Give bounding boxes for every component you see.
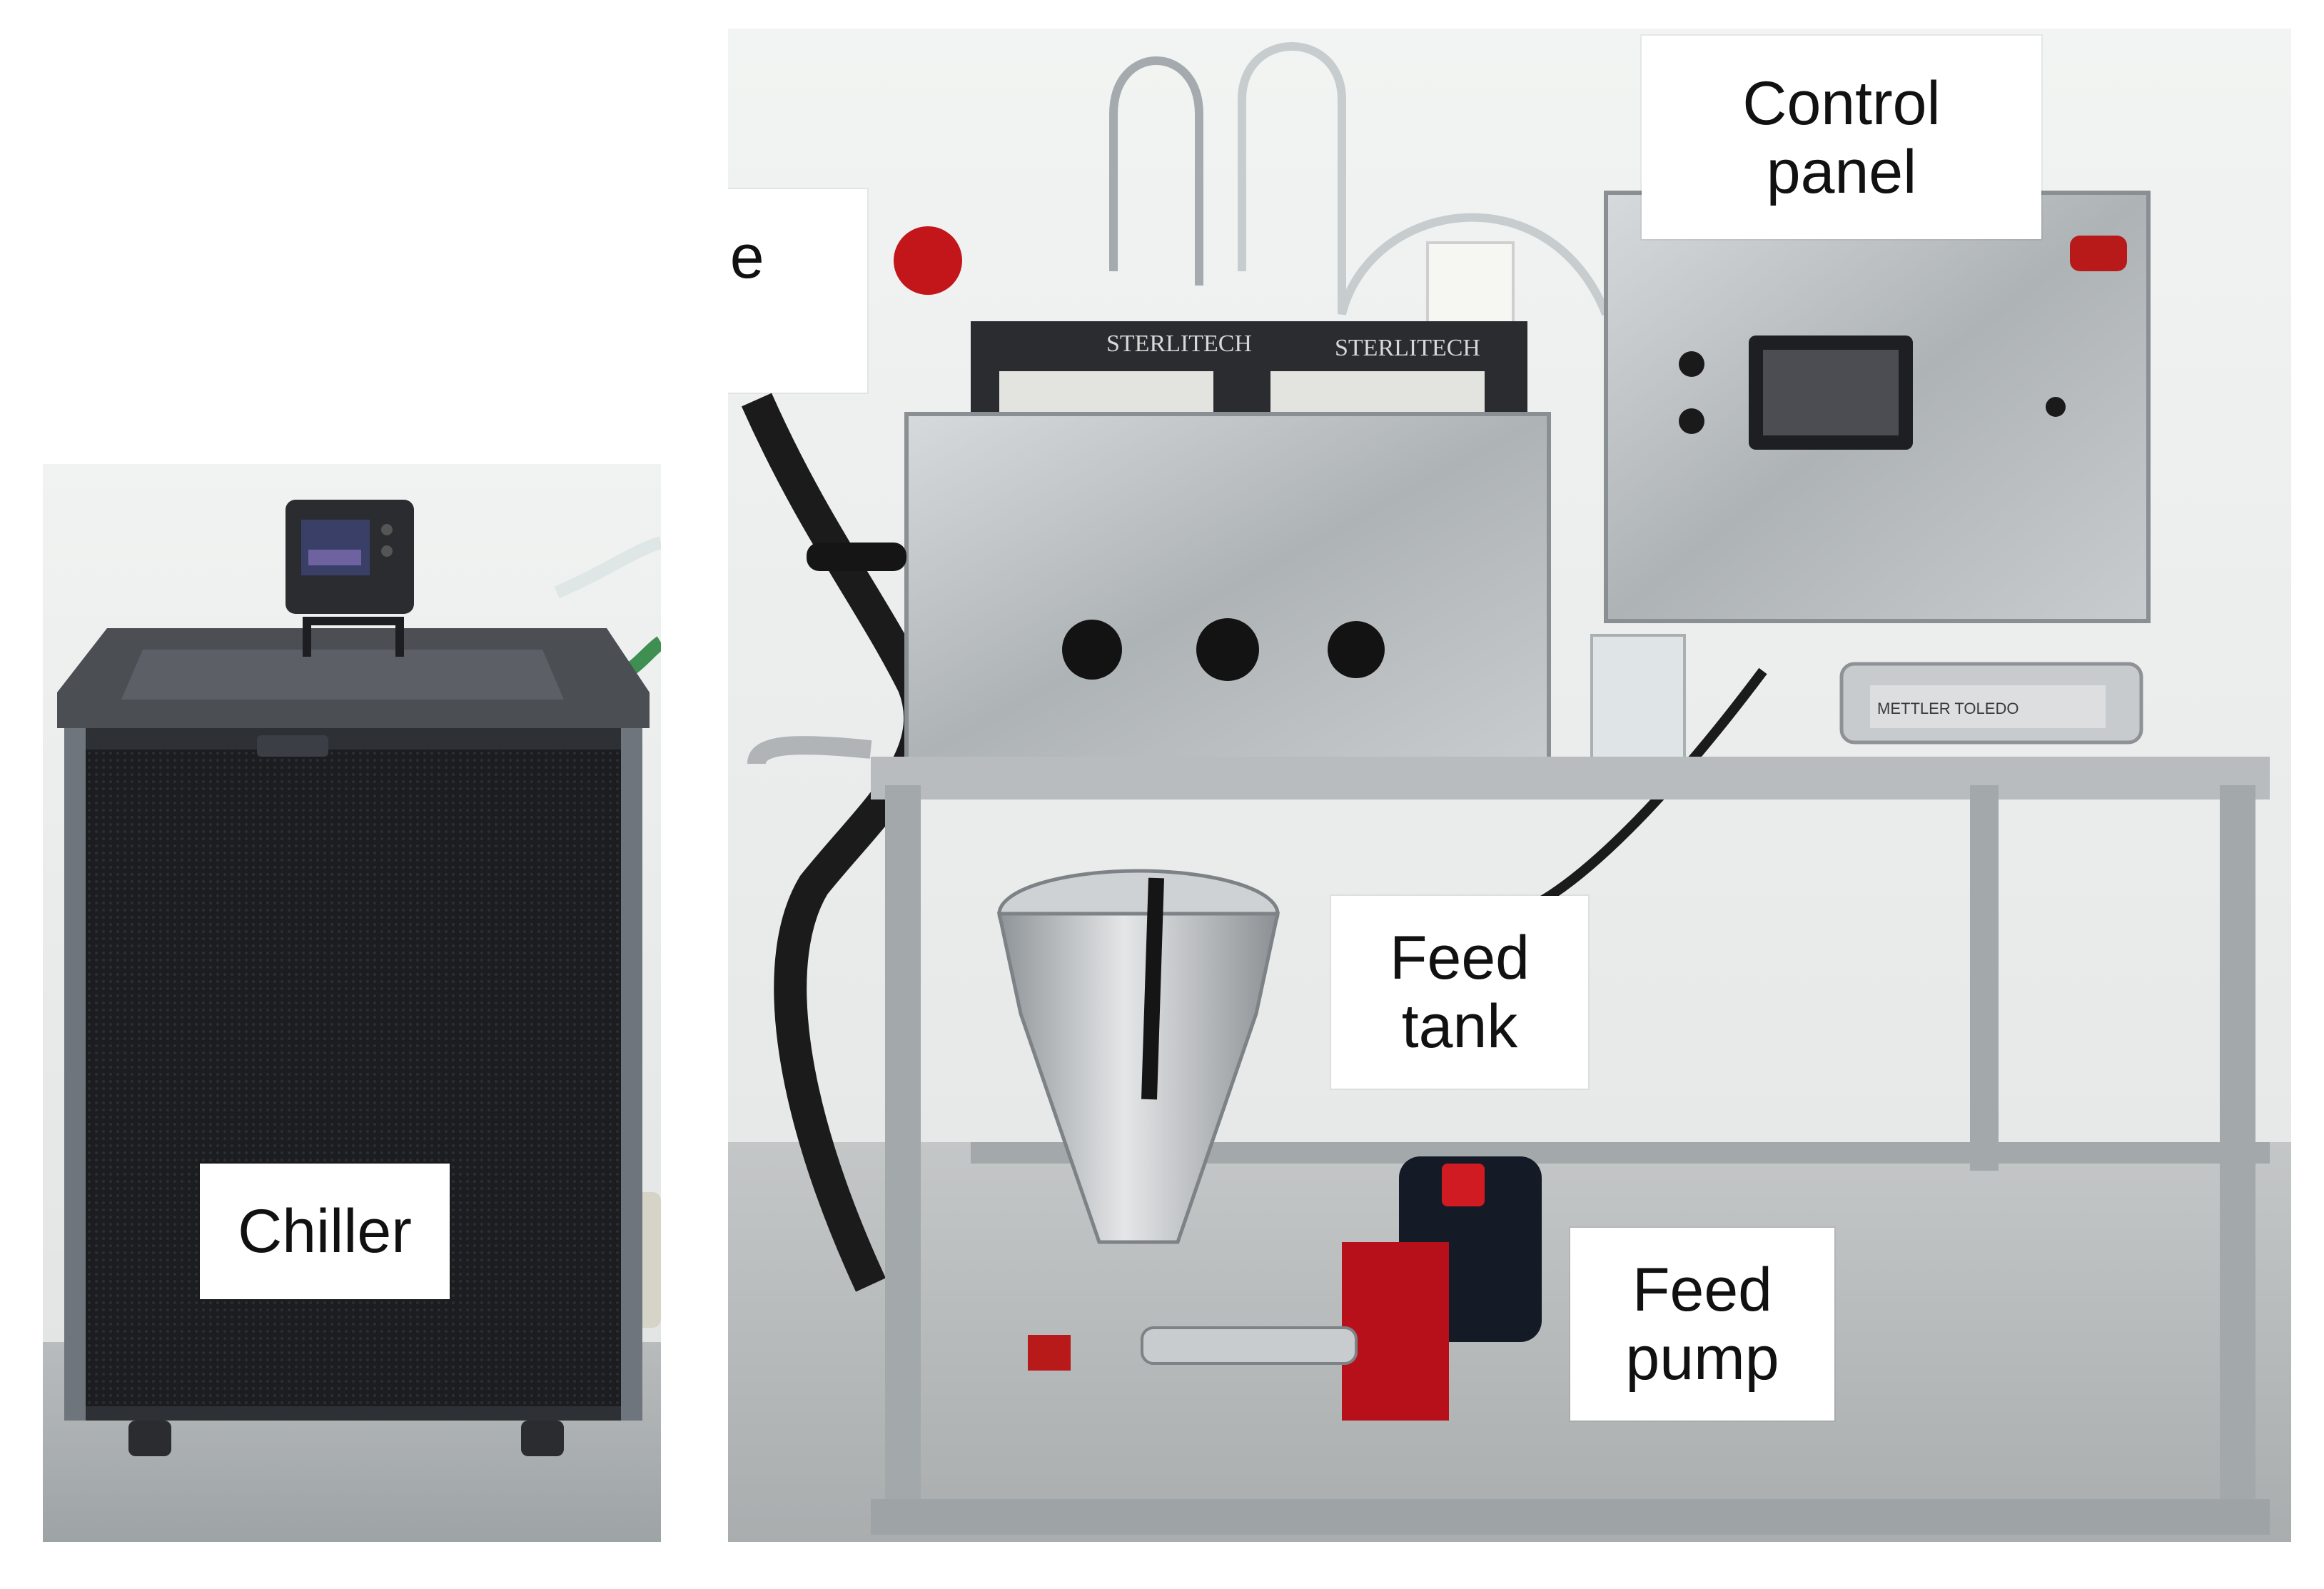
filtration-rig-photo: STERLITECH STERLITECH METTLER TOLEDO bbox=[728, 29, 2291, 1542]
feed-pump-label-line-2: pump bbox=[1625, 1324, 1779, 1393]
control-panel-label-line-1: Control bbox=[1742, 69, 1941, 138]
feed-pump-label: Feed pump bbox=[1570, 1228, 1834, 1421]
rig-illustration: STERLITECH STERLITECH METTLER TOLEDO bbox=[728, 29, 2291, 1542]
chiller-label: Chiller bbox=[200, 1164, 450, 1299]
control-panel-label-line-2: panel bbox=[1766, 137, 1917, 206]
chiller-label-line-1: Chiller bbox=[238, 1197, 412, 1266]
feed-tank-label-line-1: Feed bbox=[1389, 924, 1530, 992]
chiller-illustration bbox=[43, 464, 661, 1542]
control-panel-label: Control panel bbox=[1642, 36, 2041, 239]
scale-brand: METTLER TOLEDO bbox=[1877, 700, 2019, 717]
feed-tank-label-line-2: tank bbox=[1401, 992, 1518, 1061]
feed-pump-label-line-1: Feed bbox=[1632, 1256, 1773, 1324]
chiller-photo: Chiller bbox=[43, 464, 661, 1542]
feed-tank-label: Feed tank bbox=[1331, 896, 1588, 1089]
sterlitech-brand-2: STERLITECH bbox=[1335, 335, 1480, 361]
sterlitech-brand-1: STERLITECH bbox=[1106, 331, 1252, 357]
membrane-cell-label: Membrane cell bbox=[728, 189, 867, 393]
membrane-cell-label-line-1: Membrane bbox=[728, 222, 764, 291]
